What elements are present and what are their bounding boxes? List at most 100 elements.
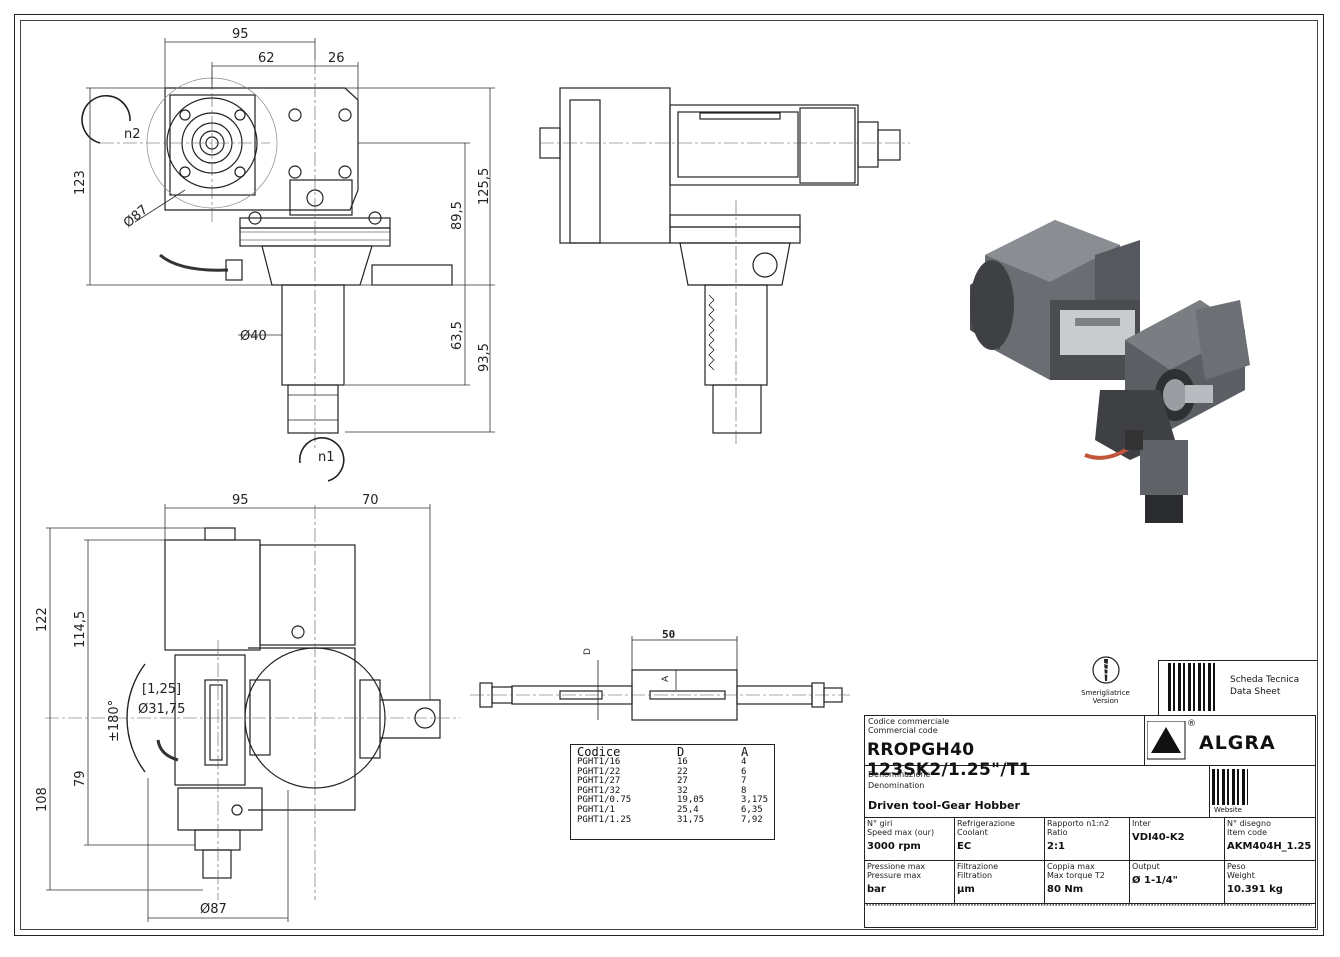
- table-cell: 6,35: [741, 804, 763, 815]
- datasheet-label: Scheda Tecnica Data Sheet: [1230, 674, 1299, 698]
- dim-95-top: 95: [232, 493, 249, 508]
- commercial-code-cell: Codice commerciale Commercial code RROPG…: [865, 716, 1145, 780]
- table-cell: 3,175: [741, 795, 769, 806]
- denomination-value: Driven tool-Gear Hobber: [868, 799, 1020, 812]
- table-cell: 32: [677, 785, 688, 796]
- datasheet-label-en: Data Sheet: [1230, 687, 1281, 697]
- dim-angle: ±180°: [107, 700, 122, 742]
- version-block: Smerigliatrice Version: [1078, 655, 1133, 705]
- grinder-icon: [1091, 656, 1120, 684]
- spec-value: 80 Nm: [1047, 884, 1084, 895]
- spec-value: VDI40-K2: [1132, 832, 1185, 843]
- dim-123: 123: [73, 170, 88, 195]
- rotation-n1: n1: [318, 450, 335, 465]
- table-cell: PGHT1/16: [577, 757, 621, 767]
- dim-26: 26: [328, 51, 345, 66]
- spec-label-it: N° giri: [867, 819, 893, 828]
- website-cell: Website: [1210, 766, 1315, 818]
- dimension-lines-front: [86, 38, 495, 433]
- table-cell: 31,75: [677, 814, 705, 825]
- version-label-en: Version: [1092, 697, 1119, 705]
- dim-arbor-50: 50: [662, 628, 675, 641]
- spec-label-it: Coppia max: [1047, 862, 1095, 871]
- spec-label-it: Pressione max: [867, 862, 926, 871]
- dim-arbor-A: A: [661, 675, 671, 682]
- dim-114-5: 114,5: [73, 611, 88, 648]
- spec-label-it: Peso: [1227, 862, 1246, 871]
- dim-arbor-D: D: [583, 648, 593, 655]
- spec-label-it: Inter: [1132, 819, 1151, 828]
- dim-63-5: 63,5: [450, 321, 465, 350]
- table-cell: 7,92: [741, 814, 763, 825]
- table-row: PGHT1/32 32 8: [577, 785, 768, 797]
- registered-mark: ®: [1187, 719, 1196, 729]
- side-view: [539, 87, 910, 445]
- isometric-render: [970, 220, 1250, 523]
- spec-label-en: Max torque T2: [1047, 871, 1105, 880]
- code-label-en: Commercial code: [868, 726, 938, 735]
- table-cell: 8: [741, 785, 747, 796]
- table-cell: PGHT1/0.75: [577, 795, 632, 806]
- website-qr-icon[interactable]: [1212, 769, 1248, 805]
- sheet-inner-border: [20, 20, 1318, 930]
- dim-79: 79: [73, 770, 88, 787]
- dim-93-5: 93,5: [477, 343, 492, 372]
- spec-label-it: Rapporto n1:n2: [1047, 819, 1110, 828]
- dim-89-5: 89,5: [450, 201, 465, 230]
- dim-108: 108: [35, 787, 50, 812]
- datasheet-box: [1158, 660, 1317, 716]
- dim-d31-75: Ø31,75: [138, 702, 185, 717]
- table-cell: PGHT1/32: [577, 785, 621, 796]
- datasheet-label-it: Scheda Tecnica: [1230, 675, 1300, 685]
- spec-label-it: Output: [1132, 862, 1160, 871]
- dim-d87-top: Ø87: [200, 902, 227, 917]
- denomination-cell: Denominazione Denomination Driven tool-G…: [865, 766, 1210, 818]
- title-block: Codice commerciale Commercial code RROPG…: [864, 715, 1316, 928]
- table-cell: 22: [677, 766, 688, 777]
- hob-arbor: [470, 636, 850, 721]
- table-row: PGHT1/16 16 4: [577, 757, 768, 768]
- spec-value: EC: [957, 841, 972, 852]
- brand-name: ALGRA: [1199, 732, 1276, 754]
- table-cell: 7: [741, 776, 747, 787]
- dim-tolerance: [1,25]: [142, 682, 181, 697]
- dim-d40: Ø40: [240, 329, 267, 344]
- table-cell: 4: [741, 757, 747, 767]
- datasheet-qr-icon[interactable]: [1168, 663, 1216, 711]
- table-cell: 25,4: [677, 804, 699, 815]
- sheet-border: [14, 14, 1324, 936]
- spec-label-en: Speed max (our): [867, 828, 935, 837]
- table-cell: PGHT1/1: [577, 804, 615, 815]
- spec-value: bar: [867, 884, 886, 895]
- front-view: [81, 60, 453, 482]
- spec-label-en: Weight: [1227, 871, 1255, 880]
- table-cell: 16: [677, 757, 688, 767]
- spec-value: 2:1: [1047, 841, 1065, 852]
- spec-label-it: N° disegno: [1227, 819, 1271, 828]
- spec-value: AKM404H_1.25: [1227, 841, 1312, 852]
- spec-label-it: Refrigerazione: [957, 819, 1015, 828]
- dim-70: 70: [362, 493, 379, 508]
- table-row: PGHT1/1 25,4 6,35: [577, 804, 768, 816]
- rotation-n2: n2: [124, 127, 141, 142]
- table-header-a: A: [741, 745, 749, 759]
- spec-value: µm: [957, 884, 975, 895]
- table-cell: 6: [741, 766, 747, 777]
- top-view: [45, 505, 460, 900]
- spec-label-en: Filtration: [957, 871, 993, 880]
- dim-62: 62: [258, 51, 275, 66]
